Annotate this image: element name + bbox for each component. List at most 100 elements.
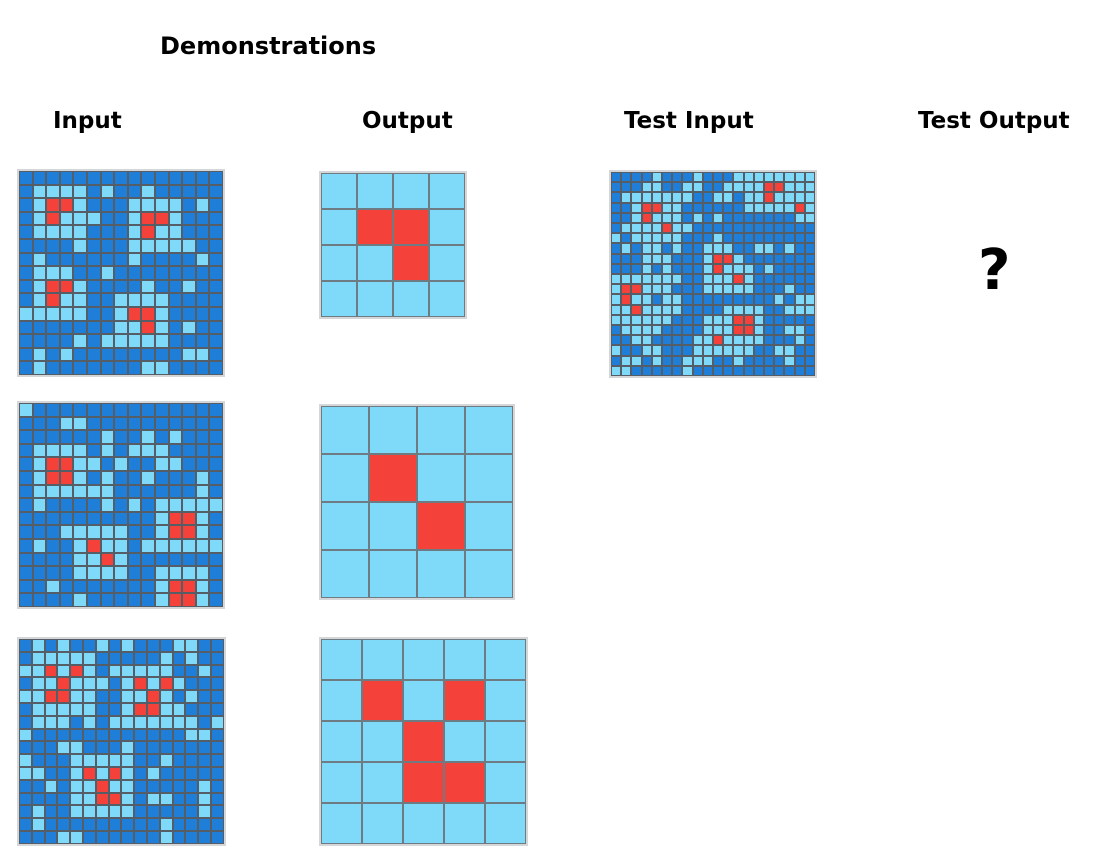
grid-cell xyxy=(82,664,96,678)
grid-cell xyxy=(70,677,83,691)
grid-cell xyxy=(733,192,744,203)
grid-cell xyxy=(168,443,183,458)
grid-cell xyxy=(209,498,223,512)
grid-cell xyxy=(357,173,393,209)
grid-cell xyxy=(19,252,33,267)
grid-cell xyxy=(114,511,128,526)
grid-cell xyxy=(209,484,223,499)
grid-cell xyxy=(763,365,775,376)
grid-cell xyxy=(753,263,764,274)
grid-cell xyxy=(195,279,210,294)
grid-cell xyxy=(46,457,60,471)
grid-cell xyxy=(168,593,183,607)
grid-cell xyxy=(168,579,183,594)
grid-cell xyxy=(485,762,526,803)
grid-cell xyxy=(121,702,135,716)
grid-cell xyxy=(209,279,223,294)
grid-cell xyxy=(44,639,58,652)
grid-cell xyxy=(672,365,683,376)
grid-cell xyxy=(108,677,122,691)
grid-cell xyxy=(108,766,122,780)
grid-cell xyxy=(723,222,734,234)
grid-cell xyxy=(631,182,642,193)
grid-cell xyxy=(32,171,47,185)
grid-cell xyxy=(641,355,652,366)
grid-cell xyxy=(369,454,417,502)
grid-cell xyxy=(100,430,115,444)
grid-cell xyxy=(784,304,795,315)
grid-cell xyxy=(651,222,662,234)
grid-cell xyxy=(692,324,703,336)
grid-cell xyxy=(784,284,795,295)
grid-cell xyxy=(611,182,622,193)
grid-cell xyxy=(114,279,128,294)
grid-cell xyxy=(168,307,183,321)
grid-cell xyxy=(155,593,169,607)
grid-cell xyxy=(417,550,465,598)
grid-cell xyxy=(168,525,183,539)
grid-cell xyxy=(743,304,754,315)
test-input-grid xyxy=(609,170,817,378)
grid-cell xyxy=(702,335,713,346)
grid-cell xyxy=(209,430,223,444)
grid-cell xyxy=(702,222,713,234)
grid-cell xyxy=(723,212,734,223)
grid-cell xyxy=(141,171,155,185)
grid-cell xyxy=(631,222,642,234)
grid-cell xyxy=(141,225,155,239)
grid-cell xyxy=(168,252,183,267)
grid-cell xyxy=(46,211,60,226)
grid-cell xyxy=(763,304,775,315)
grid-cell xyxy=(692,284,703,295)
grid-cell xyxy=(712,243,724,254)
grid-cell xyxy=(57,830,71,844)
grid-cell xyxy=(46,266,60,280)
grid-cell xyxy=(95,639,109,652)
grid-cell xyxy=(44,779,58,793)
grid-cell xyxy=(114,552,128,567)
grid-cell xyxy=(168,511,183,526)
grid-cell xyxy=(198,651,211,665)
grid-cell xyxy=(70,766,83,780)
grid-cell xyxy=(19,566,33,580)
grid-cell xyxy=(31,728,45,742)
grid-cell xyxy=(19,457,33,471)
grid-cell xyxy=(127,225,142,239)
grid-cell xyxy=(185,830,199,844)
grid-cell xyxy=(32,457,47,471)
grid-cell xyxy=(155,279,169,294)
grid-cell xyxy=(209,171,223,185)
grid-cell xyxy=(73,211,87,226)
grid-cell xyxy=(46,334,60,348)
grid-cell xyxy=(73,416,87,431)
grid-cell xyxy=(195,593,210,607)
grid-cell xyxy=(19,361,33,375)
grid-cell xyxy=(46,552,60,567)
grid-cell xyxy=(321,454,369,502)
grid-cell xyxy=(209,525,223,539)
grid-cell xyxy=(182,552,196,567)
grid-cell xyxy=(661,222,673,234)
grid-cell xyxy=(682,294,693,305)
grid-cell xyxy=(168,457,183,471)
grid-cell xyxy=(19,171,33,185)
grid-cell xyxy=(121,728,135,742)
grid-cell xyxy=(641,182,652,193)
grid-cell xyxy=(100,471,115,485)
grid-cell xyxy=(114,334,128,348)
grid-cell xyxy=(46,579,60,594)
grid-cell xyxy=(134,779,147,793)
grid-cell xyxy=(57,651,71,665)
grid-cell xyxy=(32,293,47,307)
grid-cell xyxy=(723,253,734,264)
grid-cell xyxy=(146,715,160,729)
grid-cell xyxy=(672,243,683,254)
grid-cell xyxy=(95,792,109,806)
grid-cell xyxy=(611,243,622,254)
grid-cell xyxy=(155,293,169,307)
grid-cell xyxy=(114,198,128,212)
grid-cell xyxy=(743,273,754,285)
grid-cell xyxy=(621,273,632,285)
grid-cell xyxy=(32,279,47,294)
grid-cell xyxy=(712,304,724,315)
